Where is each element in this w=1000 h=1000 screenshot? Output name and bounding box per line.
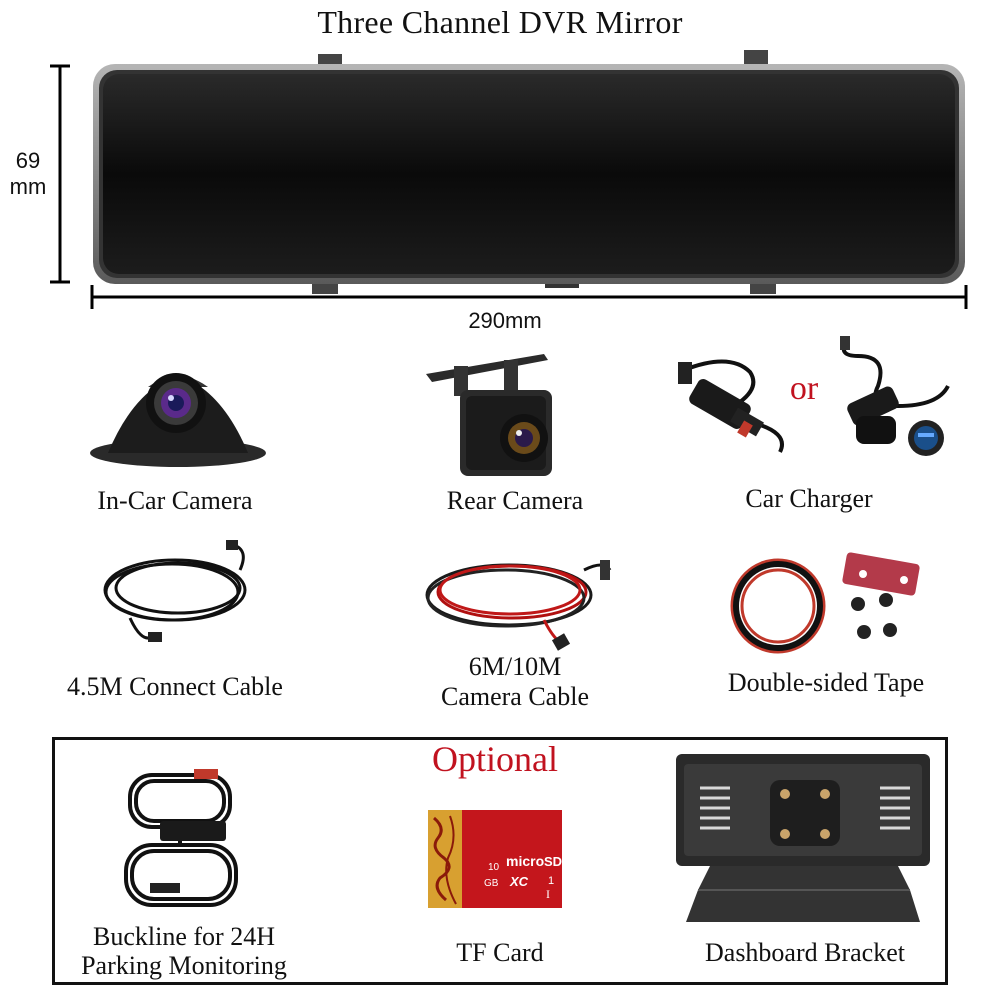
buckline-hardwire-kit-image <box>124 769 238 907</box>
car-charger-dual-usb-image <box>840 336 950 456</box>
buckline-label-line1: Buckline for 24H <box>93 922 275 951</box>
tf-card-class: 10 <box>488 862 500 873</box>
width-dimension-line <box>90 285 968 309</box>
connect-cable-label: 4.5M Connect Cable <box>67 672 283 701</box>
optional-heading: Optional <box>432 739 558 779</box>
tf-card-brand: micro <box>506 853 544 869</box>
connect-cable-image <box>103 540 247 642</box>
charger-or-text: or <box>789 370 819 407</box>
tf-card-bus: I <box>546 887 550 901</box>
buckline-label: Buckline for 24H Parking Monitoring <box>54 922 314 980</box>
buckline-label-line2: Parking Monitoring <box>81 951 287 980</box>
optional-accessories-box <box>52 737 948 985</box>
car-charger-cable-image <box>678 359 784 453</box>
double-sided-tape-label: Double-sided Tape <box>727 668 925 697</box>
dashboard-bracket-label: Dashboard Bracket <box>705 938 905 967</box>
in-car-camera-image <box>90 373 266 467</box>
camera-cable-label: 6M/10M Camera Cable <box>400 652 630 712</box>
height-dimension-line <box>50 64 70 284</box>
height-value: 69 <box>15 148 41 173</box>
width-value: 290mm <box>468 308 542 333</box>
rear-camera-label: Rear Camera <box>446 486 584 515</box>
in-car-camera-label: In-Car Camera <box>97 486 253 515</box>
tf-card-image: micro SD XC GB 10 1 I <box>428 810 562 908</box>
tf-card-xc: XC <box>509 874 529 889</box>
tf-card-gb: GB <box>484 878 499 889</box>
double-sided-tape-image <box>730 552 920 654</box>
rear-camera-image <box>426 354 552 476</box>
camera-cable-label-line2: Camera Cable <box>441 682 589 711</box>
height-unit: mm <box>9 174 47 199</box>
camera-cable-image <box>425 560 612 651</box>
tf-card-speed: 1 <box>548 875 554 887</box>
dvr-mirror-image <box>93 50 965 294</box>
camera-cable-label-line1: 6M/10M <box>468 652 562 681</box>
dashboard-bracket-image <box>676 754 930 922</box>
car-charger-label: Car Charger <box>745 484 873 513</box>
tf-card-sd: SD <box>544 854 562 869</box>
tf-card-label: TF Card <box>456 938 544 967</box>
page-title: Three Channel DVR Mirror <box>317 4 683 40</box>
